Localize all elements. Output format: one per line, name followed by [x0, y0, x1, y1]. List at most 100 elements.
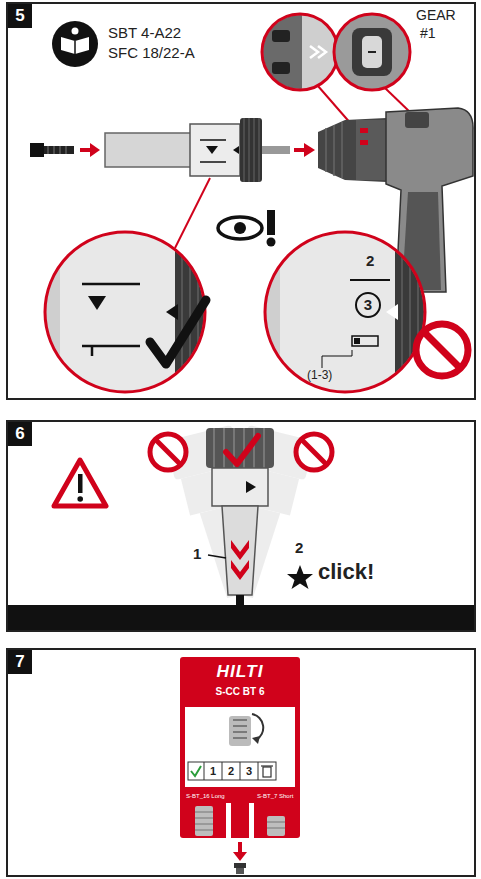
drawing-part	[326, 122, 342, 178]
callout-number: 2	[295, 540, 303, 557]
stud-length: S-BT_7 Short	[257, 793, 293, 800]
wear-level: 1	[210, 765, 216, 777]
drawing-part	[233, 720, 247, 738]
model-name: SBT 4-A22	[108, 25, 181, 42]
gear-label: #1	[420, 26, 436, 41]
step-number: 5	[8, 4, 32, 28]
drawing-part	[360, 128, 368, 133]
drawing-part	[222, 506, 258, 595]
drawing-part	[240, 118, 262, 182]
step-panel: 7 HILTIS-CC BT 6	[6, 648, 476, 877]
drawing-part	[296, 434, 332, 470]
drawing-part	[229, 716, 251, 746]
callout-number: 1	[193, 546, 201, 563]
drawing-part	[267, 822, 285, 828]
drawing-part	[212, 468, 268, 506]
drawing-part	[72, 28, 79, 35]
click-text: click!	[318, 560, 374, 584]
gear-zoom-circles	[262, 14, 414, 125]
drawing-part	[77, 496, 83, 502]
drawing-part	[90, 143, 100, 157]
drawing-part	[262, 14, 342, 94]
drawing-part	[44, 146, 74, 154]
drawing-part	[105, 133, 191, 167]
drawing-part	[356, 293, 380, 317]
drawing-part	[260, 232, 395, 392]
drawing-part	[150, 434, 186, 470]
drawing-part	[334, 14, 414, 94]
drawing-part	[252, 736, 260, 744]
drawing-part	[180, 657, 300, 838]
drawing-part	[214, 428, 264, 468]
drawing-part	[386, 304, 398, 320]
wrong-zoom-circle	[260, 232, 427, 392]
drawing-part	[54, 460, 106, 506]
drawing-part	[262, 14, 338, 90]
prohibition-sign	[416, 324, 468, 376]
drawing-part	[252, 714, 263, 740]
remove-arrow	[233, 842, 247, 874]
drawing-part	[267, 238, 276, 247]
drawing-part	[155, 439, 181, 465]
drawing-part	[424, 332, 460, 368]
drawing-part	[82, 345, 140, 348]
manual-icon	[52, 21, 98, 67]
drawing-part	[74, 41, 76, 54]
click-star	[287, 565, 313, 589]
drawing-part	[236, 868, 244, 874]
drawing-part	[267, 210, 275, 235]
drawing-part	[40, 232, 175, 392]
drawing-part	[233, 852, 247, 861]
wear-level: 3	[246, 765, 252, 777]
drawing-part	[88, 296, 106, 310]
step-panel: 6	[6, 420, 476, 632]
drawing-part	[45, 232, 205, 392]
drawing-part	[78, 474, 83, 493]
drawing-part	[188, 762, 276, 780]
wear-level: 2	[228, 765, 234, 777]
drawing-part	[204, 762, 258, 780]
drawing-part	[231, 560, 249, 580]
drawing-part	[191, 766, 201, 776]
drawing-part	[218, 217, 262, 239]
drawing-part	[262, 14, 302, 94]
dial-range: (1-3)	[307, 369, 332, 382]
drawing-part	[91, 346, 94, 356]
drawing-part	[265, 232, 425, 392]
drawing-part	[318, 86, 352, 125]
drawing-part	[354, 338, 360, 344]
drawing-part	[334, 14, 414, 94]
drawing-part	[195, 812, 213, 830]
gauge-card: HILTIS-CC BT 6	[180, 657, 300, 707]
drawing-part	[244, 118, 259, 182]
drawing-part	[206, 146, 218, 154]
warning-triangle	[54, 460, 106, 506]
drawing-part	[185, 707, 295, 787]
eye-attention-symbol	[218, 210, 276, 247]
drawing-part	[40, 232, 207, 392]
dial-number: 2	[366, 253, 374, 270]
drawing-part	[318, 118, 386, 182]
drawing-part	[352, 336, 378, 346]
prohibition-signs	[150, 434, 332, 470]
drawing-part	[334, 14, 410, 90]
correct-zoom-circle	[40, 178, 210, 392]
drawing-part	[304, 143, 315, 157]
drawing-part	[263, 767, 271, 777]
drawing-part	[195, 806, 213, 836]
drawing-part	[30, 143, 44, 157]
upright-tool	[206, 428, 274, 605]
drawing-part	[261, 765, 273, 766]
step-number: 7	[8, 650, 32, 674]
check-mark	[226, 436, 258, 464]
drawing-part	[234, 863, 246, 868]
drawing-part	[267, 816, 285, 836]
drawing-part	[208, 555, 226, 558]
drawing-part	[301, 439, 327, 465]
drawing-part	[233, 146, 239, 154]
drawing-part	[40, 232, 60, 392]
drawing-part	[200, 161, 226, 163]
drawing-part	[52, 21, 98, 67]
drawing-part	[272, 62, 290, 74]
